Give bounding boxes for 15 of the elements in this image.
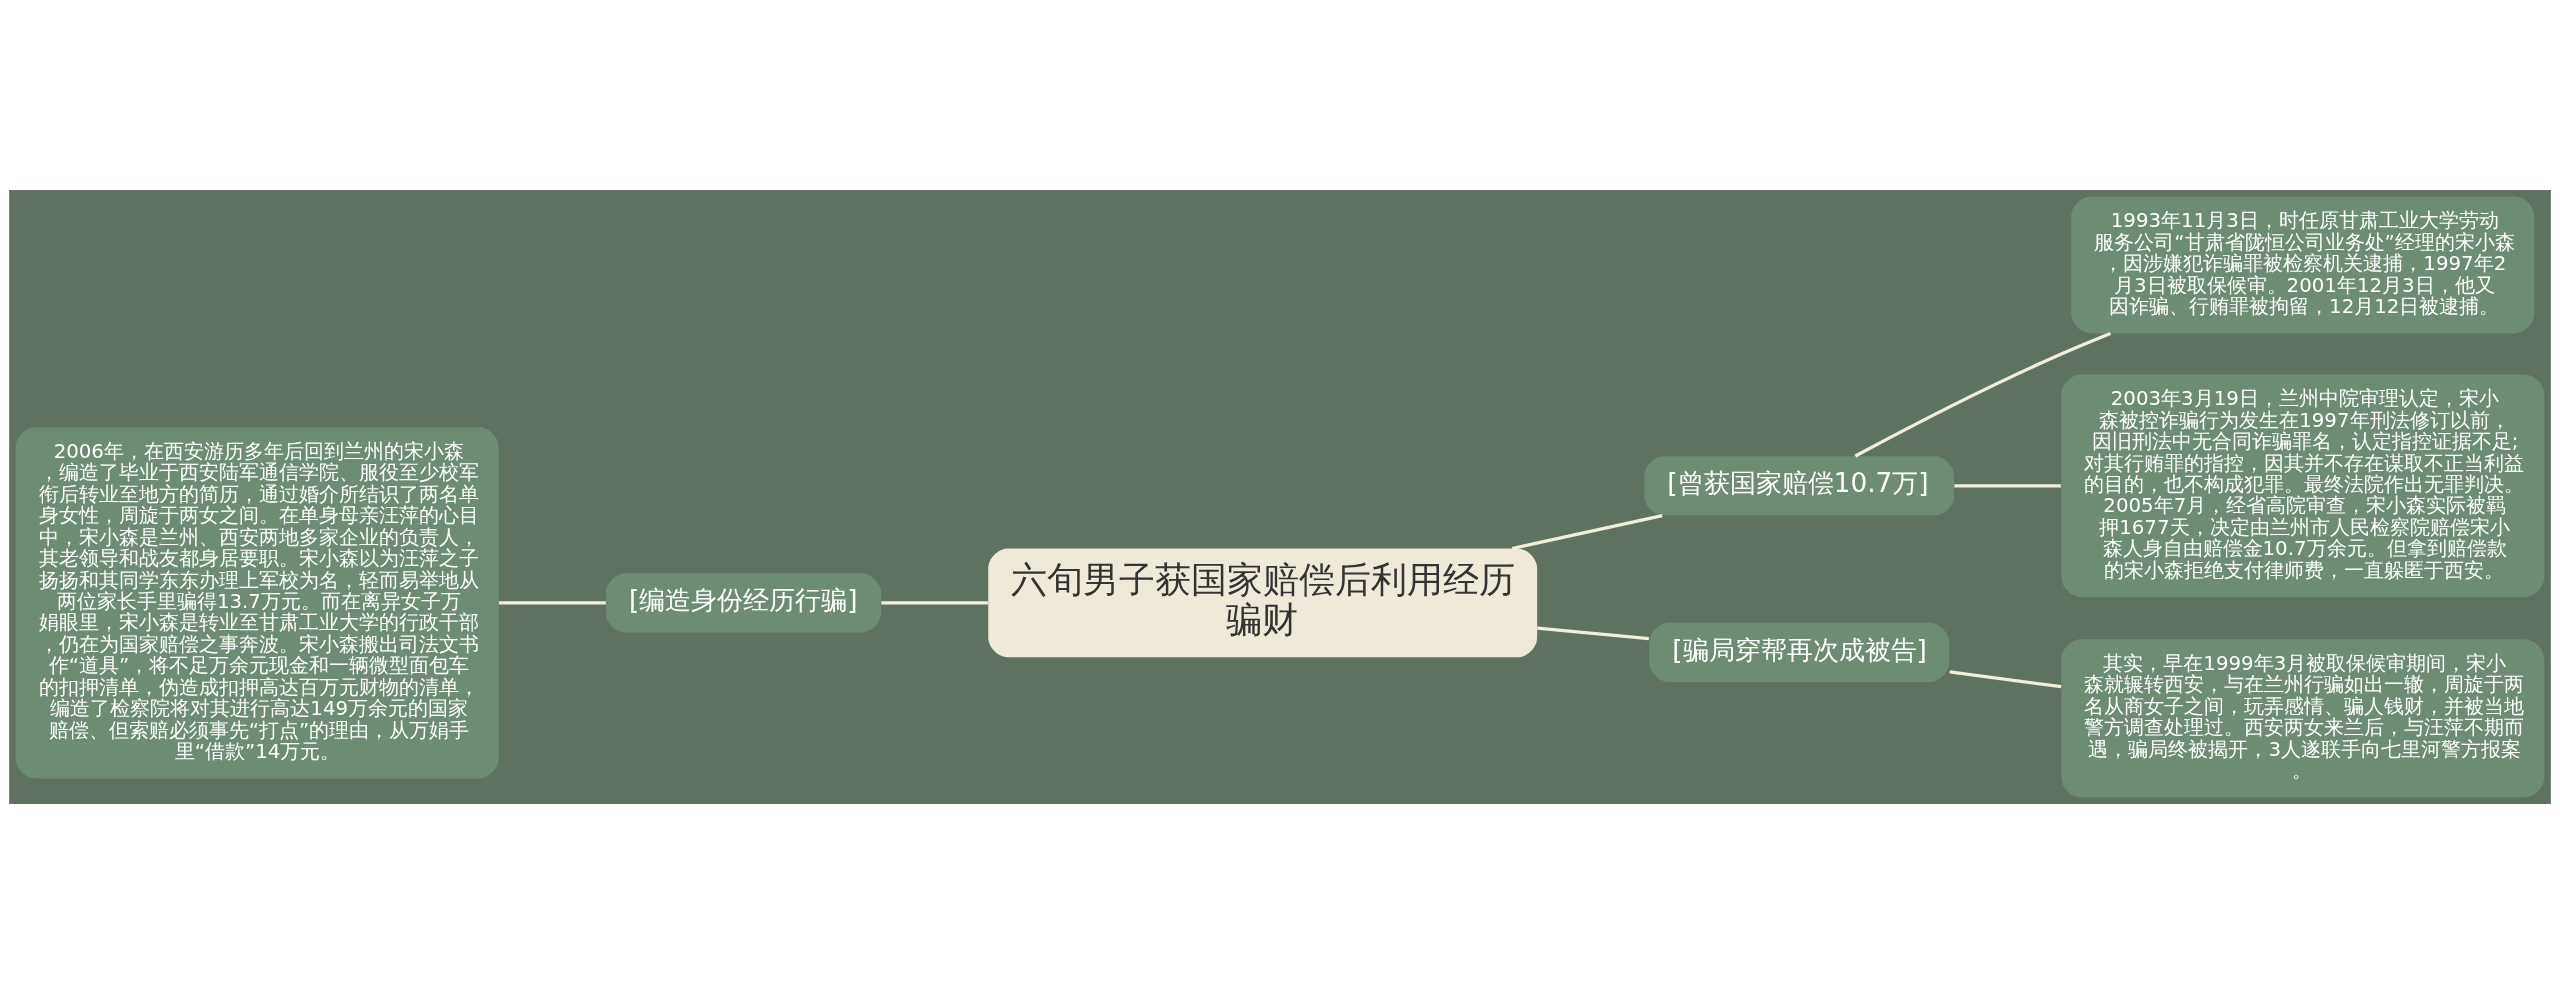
connector [1854, 331, 2112, 457]
node-box: 2003年3月19日，兰州中院审理认定，宋小森被控诈骗行为发生在1997年刑法修订以前，因旧刑法中无合同诈骗罪名，认定指控证据不足;对其行贿罪的指控，因其并不存在谋取不正当利益的目的，也不构成犯罪。最终法院作出无罪判决。2005年7月，经省高院审查，宋小森实际被羁押1677天，决定由兰州市人民检察院赔偿宋小森人身自由赔偿金10.7万余元。但拿到赔偿款的宋小森拒绝支付律师费，一直躲匿于西安。 [2061, 374, 2545, 597]
node-box: 六旬男子获国家赔偿后利用经历骗财 [988, 548, 1538, 657]
node-box: 其实，早在1999年3月被取保候审期间，宋小森就辗转西安，与在兰州行骗如出一辙，周旋于两名从商女子之间，玩弄感情、骗人钱财，并被当地警方调查处理过。西安两女来兰后，与汪萍不期而遇，骗局终被揭开，3人遂联手向七里河警方报案。 [2061, 638, 2545, 797]
connector [498, 600, 606, 605]
node-box: [骗局穿帮再次成被告] [1649, 622, 1950, 682]
connector [1949, 669, 2062, 688]
connector [1954, 483, 2061, 487]
node-box: 1993年11月3日，时任原甘肃工业大学劳动服务公司“甘肃省陇恒公司业务处”经理的宋小森，因涉嫌犯诈骗罪被检察机关逮捕，1997年2月3日被取保候审。2001年12月3日，他又因诈骗、行贿罪被拘留，12月12日被逮捕。 [2071, 196, 2535, 333]
connector [1537, 626, 1649, 640]
node-box: [编造身份经历行骗] [605, 572, 882, 633]
connector [1511, 513, 1663, 550]
node-box: 2006年，在西安游历多年后回到兰州的宋小森，编造了毕业于西安陆军通信学院、服役至少校军衔后转业至地方的简历，通过婚介所结识了两名单身女性，周旋于两女之间。在单身母亲汪萍的心目中，宋小森是兰州、西安两地多家企业的负责人，其老领导和战友都身居要职。宋小森以为汪萍之子扬扬和其同学东东办理上军校为名，轻而易举地从两位家长手里骗得13.7万元。而在离异女子万娟眼里，宋小森是转业至甘肃工业大学的行政干部，仍在为国家赔偿之事奔波。宋小森搬出司法文书作“道具”，将不足万余元现金和一辆微型面包车的扣押清单，伪造成扣押高达百万元财物的清单，编造了检察院将对其进行高达149万余元的国家赔偿、但索赔必须事先“打点”的理由，从万娟手里“借款”14万元。 [15, 426, 499, 778]
node-box: [曾获国家赔偿10.7万] [1644, 455, 1955, 516]
connector [881, 600, 989, 605]
